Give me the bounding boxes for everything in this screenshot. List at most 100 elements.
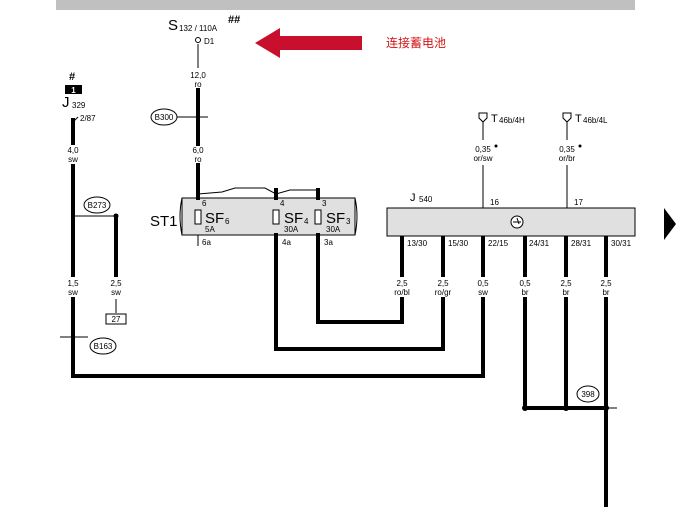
wire-color: sw [111, 288, 121, 297]
battery-arrow-icon [255, 28, 362, 58]
wire-sf4-to-1530 [274, 233, 445, 351]
wire-size: 2,5 [110, 279, 122, 288]
fuse-amp: 30A [284, 225, 299, 234]
junction-b300 [150, 108, 178, 126]
wire-color: ro [194, 155, 202, 164]
wire-color: or/br [559, 154, 576, 163]
st1-edge-right [354, 197, 358, 236]
wire-sf3-to-1330 [316, 233, 404, 324]
t46b-4l-sub: 46b/4L [583, 116, 608, 125]
fuse-sf4: 4 SF 4 30A 4a [272, 188, 309, 247]
module-symbol-stroke [516, 217, 520, 225]
j540-bottom-pins: 13/30 15/30 22/15 24/31 28/31 30/31 [407, 239, 632, 248]
j329-badge-text: 1 [71, 86, 76, 95]
fuse-sf3: 3 SF 3 30A 3a [314, 188, 351, 247]
fuse-pin-top: 3 [322, 199, 327, 208]
fuse-amp: 5A [205, 225, 215, 234]
j329-mark: # [69, 71, 75, 83]
fuse-sub: 4 [304, 217, 309, 226]
wire-color: br [562, 288, 569, 297]
fuse-icon [272, 209, 280, 225]
wire-size: 2,5 [560, 279, 572, 288]
wire-color: sw [68, 155, 78, 164]
wire-color: ro [194, 80, 202, 89]
fuse-name: SF [284, 210, 303, 227]
junction-b163 [89, 337, 117, 355]
s132-mark: ## [228, 14, 240, 26]
continue-arrow-icon [664, 208, 676, 240]
wire-color: or/sw [473, 154, 492, 163]
junction-398-label: 398 [581, 390, 595, 399]
j540-label: J [410, 192, 416, 204]
wire-size: 1,5 [67, 279, 79, 288]
wire-size: 2,5 [437, 279, 449, 288]
t46b-4h: T 46b/4H 0,35 or/sw 16 [473, 112, 525, 208]
j540-pin: 13/30 [407, 239, 428, 248]
j329-badge [65, 85, 82, 94]
junction-b163-label: B163 [94, 342, 113, 351]
junction-b273-label: B273 [88, 201, 107, 210]
s132-label: S [168, 17, 178, 34]
fuse-amp: 30A [326, 225, 341, 234]
fuse-sub: 6 [225, 217, 230, 226]
top-rule [56, 0, 635, 10]
st1-label: ST1 [150, 213, 178, 230]
wire-size: 2,5 [396, 279, 408, 288]
battery-annotation: 连接蓄电池 [386, 35, 446, 50]
j540-pin: 24/31 [529, 239, 550, 248]
wire-size: 12,0 [190, 71, 206, 80]
wire-color: br [602, 288, 609, 297]
t46b-4h-label: T [491, 113, 498, 125]
st1-block [181, 197, 356, 236]
wire-color: sw [68, 288, 78, 297]
junction-398 [576, 385, 600, 403]
fuse-name: SF [205, 210, 224, 227]
wire-size: 0,5 [477, 279, 489, 288]
junction-b273 [83, 196, 111, 214]
connector-27 [105, 313, 127, 325]
fuse-sf6: 6 SF 6 5A 6a [194, 188, 230, 247]
j540-output-wires: 2,5 ro/bl 2,5 ro/gr 0,5 sw 0,5 br 2,5 br… [394, 236, 617, 507]
j540-pin: 22/15 [488, 239, 509, 248]
j540-pin: 17 [574, 198, 583, 207]
j329-label: J [62, 94, 70, 111]
s132-fuse-label: S 132 / 110A ## [168, 14, 240, 34]
j329-sub: 329 [72, 101, 86, 110]
feed-bridge [197, 187, 318, 195]
wire-size: 0,5 [519, 279, 531, 288]
wire-size: 2,5 [600, 279, 612, 288]
j540-pin: 28/31 [571, 239, 592, 248]
fuse-pin-bot: 3a [324, 238, 333, 247]
t46b-4h-sub: 46b/4H [499, 116, 525, 125]
wire-size: 0,35 [475, 145, 491, 154]
j540-pin: 16 [490, 198, 499, 207]
t46b-4l: T 46b/4L 0,35 or/br 17 [559, 112, 608, 208]
fuse-pin-top: 4 [280, 199, 285, 208]
wire-color: br [521, 288, 528, 297]
wire-size: 6,0 [192, 146, 204, 155]
j540-pin: 15/30 [448, 239, 469, 248]
wire-color: sw [478, 288, 488, 297]
fuse-icon [194, 209, 202, 225]
wire-color: ro/gr [435, 288, 452, 297]
wire-size: 0,35 [559, 145, 575, 154]
fuse-name: SF [326, 210, 345, 227]
connector-27-label: 27 [112, 315, 121, 324]
fuse-pin-bot: 6a [202, 238, 211, 247]
j540-pin: 30/31 [611, 239, 632, 248]
s132-sub: 132 / 110A [179, 24, 218, 33]
fuse-pin-bot: 4a [282, 238, 291, 247]
t46b-4l-label: T [575, 113, 582, 125]
fuse-pin-top: 6 [202, 199, 207, 208]
j540-sub: 540 [419, 195, 433, 204]
fuse-sub: 3 [346, 217, 351, 226]
s132-pin: D1 [204, 37, 215, 46]
wire-size: 4,0 [67, 146, 79, 155]
junction-b300-label: B300 [155, 113, 174, 122]
st1-edge-left [179, 197, 183, 236]
s132-terminal [195, 37, 201, 43]
fuse-icon [314, 209, 322, 225]
j329-pin: 2/87 [80, 114, 96, 123]
wire-color: ro/bl [394, 288, 410, 297]
